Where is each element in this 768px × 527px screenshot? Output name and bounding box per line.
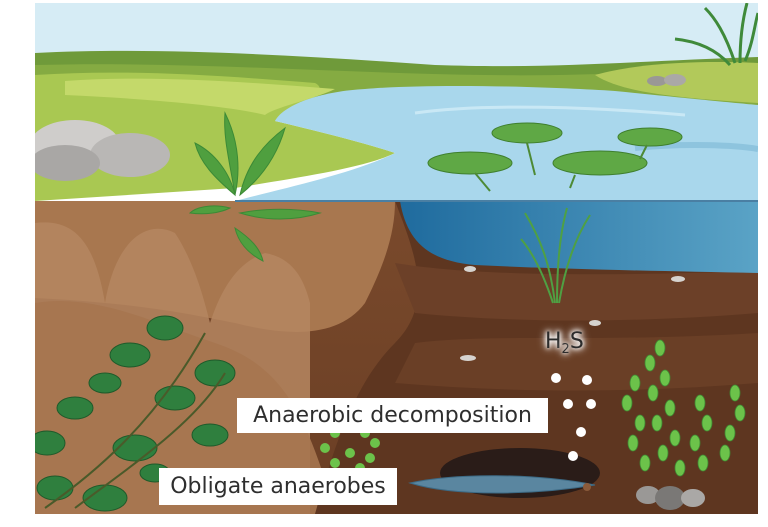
scene-artwork (35, 3, 758, 514)
h2s-bubbles (551, 373, 596, 461)
h2s-label: H2S (545, 329, 584, 357)
center-grass (520, 207, 591, 304)
seaweed-right (621, 339, 746, 477)
lily-pads (427, 122, 683, 176)
obligate-anaerobes-label: Obligate anaerobes (159, 468, 397, 505)
anaerobic-decomposition-label: Anaerobic decomposition (237, 398, 548, 433)
pond-cross-section-illustration: H2S Anaerobic decomposition Obligate ana… (35, 3, 758, 514)
rocks-bottom-right (636, 486, 705, 510)
h2s-subscript: 2 (561, 342, 570, 357)
vine-plant (35, 315, 236, 512)
h2s-s: S (569, 329, 584, 354)
reeds-top-right (674, 3, 758, 67)
pebbles (460, 266, 685, 361)
decomposing-fish (408, 448, 600, 498)
rocks-left (35, 120, 170, 181)
h2s-h: H (545, 329, 562, 354)
plant-left (188, 111, 322, 262)
